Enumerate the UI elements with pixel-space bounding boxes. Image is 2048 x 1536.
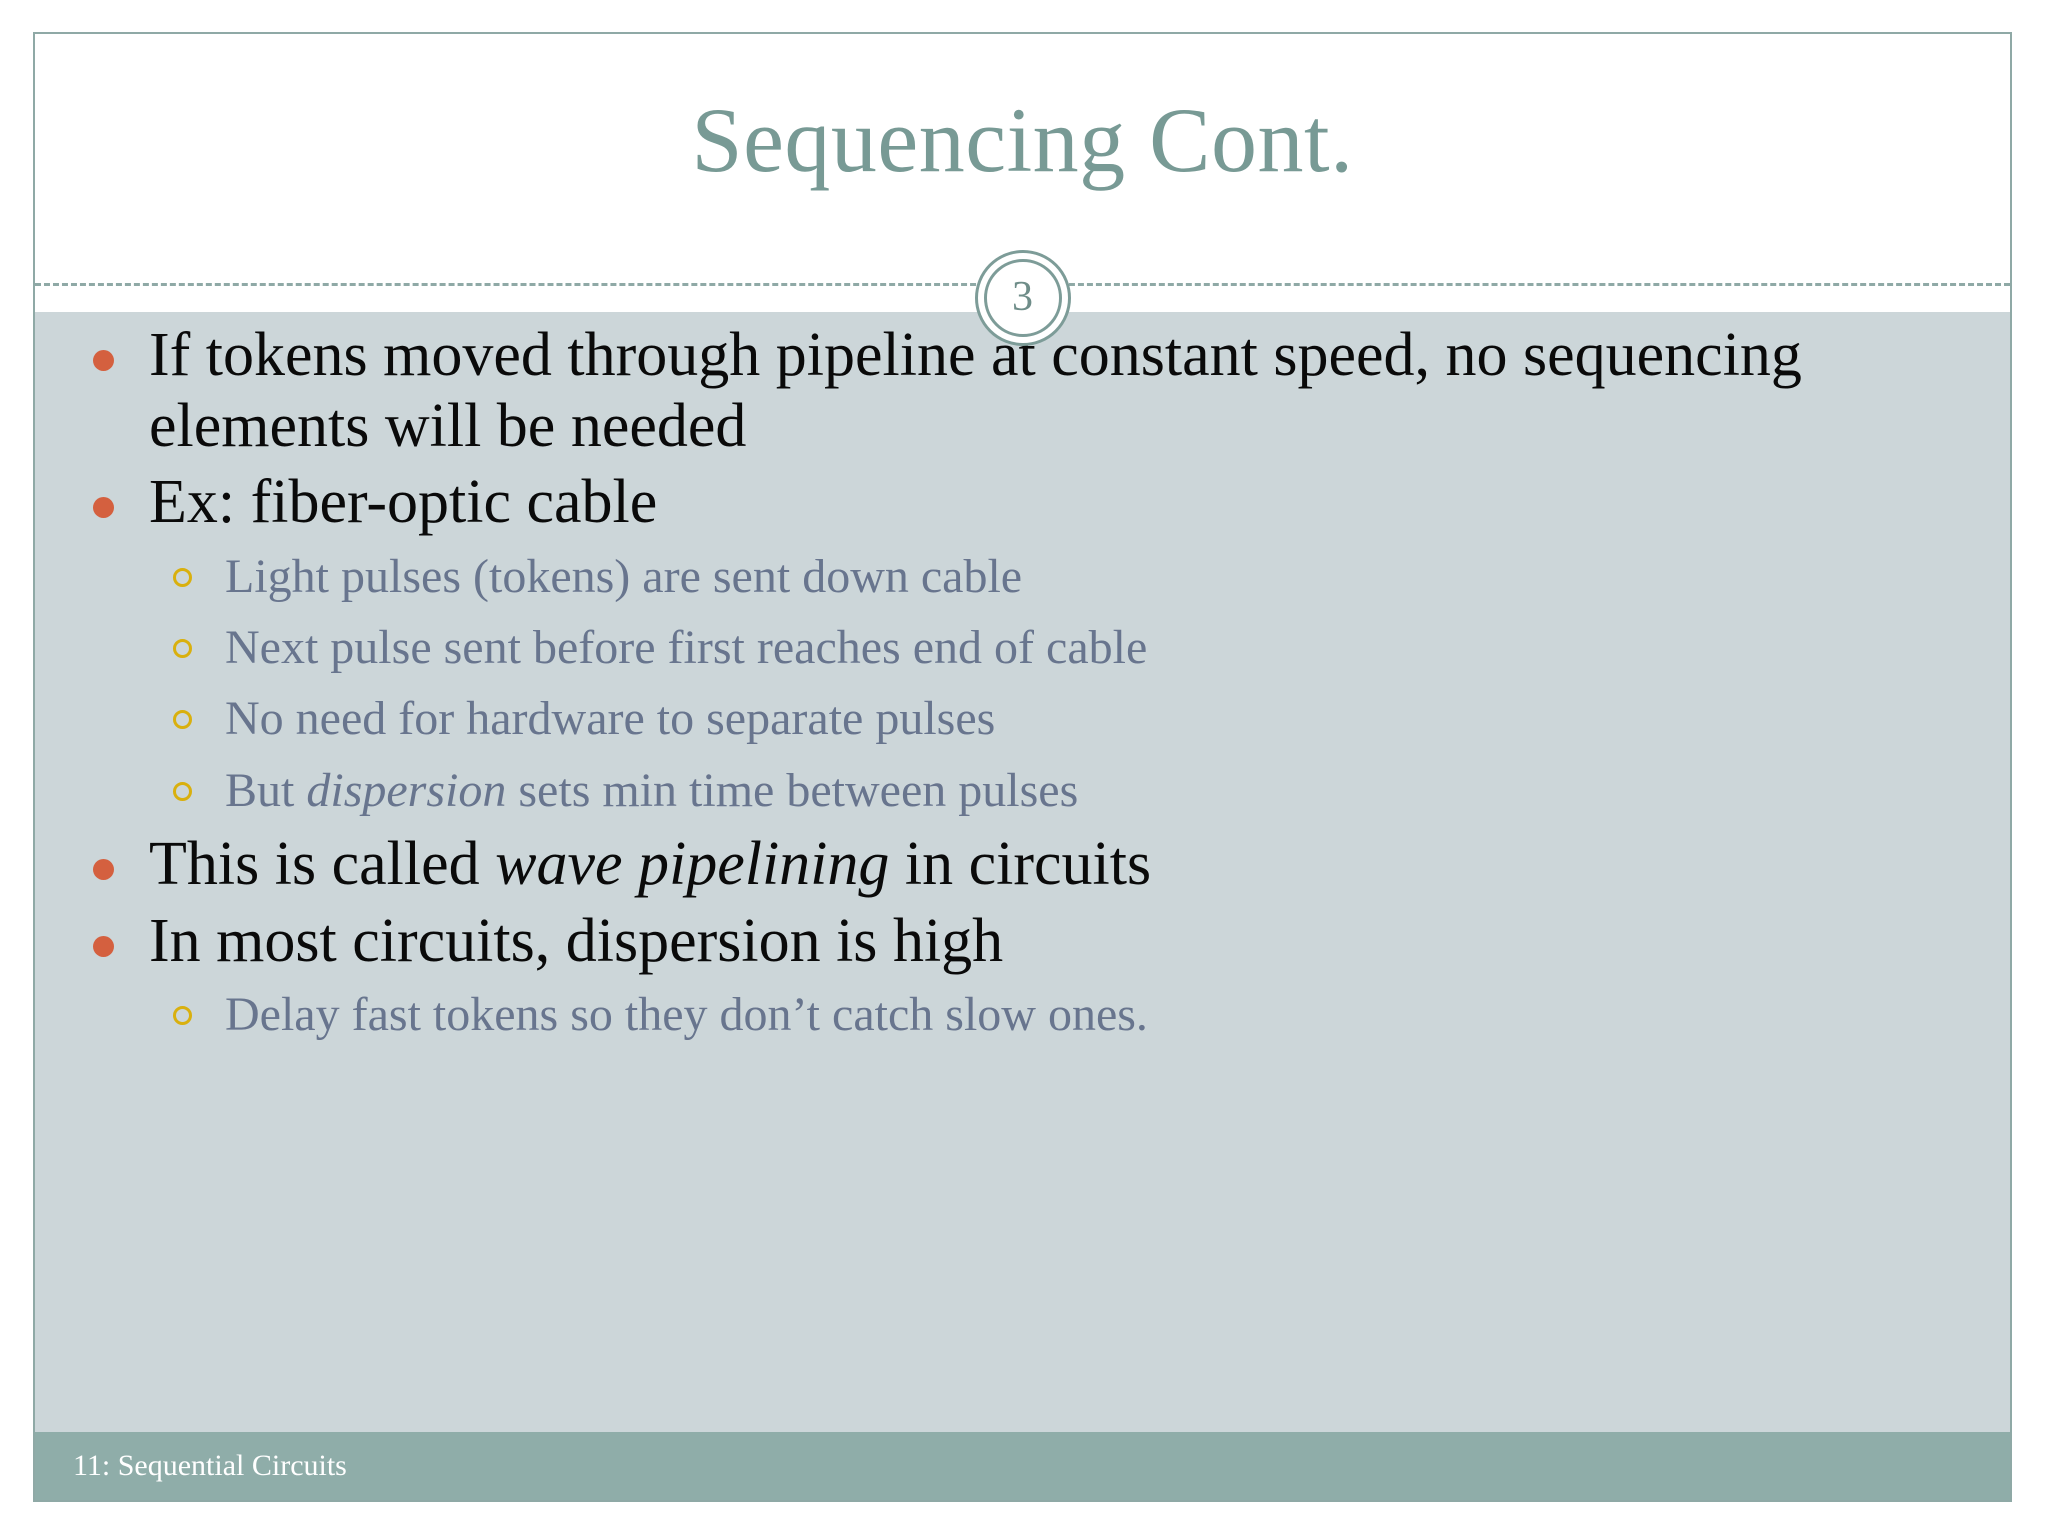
page-title: Sequencing Cont. <box>691 89 1354 191</box>
slide-title-area: Sequencing Cont. <box>35 34 2010 284</box>
slide-canvas: Sequencing Cont. 3 If tokens moved throu… <box>33 32 2012 1502</box>
bullet-dot-icon <box>93 350 114 371</box>
bullet-text: This is called wave pipelining in circui… <box>149 830 1151 898</box>
footer-label: 11: Sequential Circuits <box>73 1449 347 1482</box>
bullet-text-run: Delay fast tokens so they don’t catch sl… <box>225 988 1148 1042</box>
slide-number-medallion: 3 <box>974 250 1071 346</box>
bullet-item-level2: But dispersion sets min time between pul… <box>65 758 1982 824</box>
slide-footer-bar: 11: Sequential Circuits <box>35 1432 2010 1500</box>
bullet-text-run: in circuits <box>889 829 1152 898</box>
bullet-text-emphasis: dispersion <box>306 763 507 817</box>
bullet-ring-icon <box>173 639 192 659</box>
bullet-ring-icon <box>173 1006 192 1026</box>
bullet-text-run: sets min time between pulses <box>506 763 1079 817</box>
slide-number-ring-inner: 3 <box>983 259 1062 337</box>
bullet-text-run: No need for hardware to separate pulses <box>225 692 996 746</box>
bullet-item-level1: If tokens moved through pipeline at cons… <box>65 320 1982 461</box>
bullet-ring-icon <box>173 568 192 588</box>
bullet-ring-icon <box>173 710 192 730</box>
bullet-ring-icon <box>173 781 192 801</box>
bullet-text: Next pulse sent before first reaches end… <box>225 621 1147 674</box>
bullet-item-level1: Ex: fiber-optic cable <box>65 467 1982 538</box>
bullet-text-emphasis: wave pipelining <box>495 829 890 898</box>
bullet-dot-icon <box>93 935 114 957</box>
bullet-text: No need for hardware to separate pulses <box>225 692 995 745</box>
bullet-item-level2: Light pulses (tokens) are sent down cabl… <box>65 544 1982 610</box>
bullet-dot-icon <box>93 858 114 880</box>
bullet-text: Delay fast tokens so they don’t catch sl… <box>225 988 1148 1041</box>
bullet-text-run: Ex: fiber-optic cable <box>149 468 658 537</box>
bullet-item-level1: This is called wave pipelining in circui… <box>65 829 1982 900</box>
bullet-text-run: But <box>225 763 307 817</box>
bullet-item-level2: No need for hardware to separate pulses <box>65 686 1982 752</box>
bullet-item-level1: In most circuits, dispersion is high <box>65 906 1982 977</box>
bullet-text: If tokens moved through pipeline at cons… <box>149 321 1802 460</box>
bullet-text: Ex: fiber-optic cable <box>149 468 657 536</box>
bullet-text-run: Next pulse sent before first reaches end… <box>225 621 1148 675</box>
bullet-text-run: In most circuits, dispersion is high <box>149 906 1004 975</box>
bullet-text-run: This is called <box>149 829 496 898</box>
bullet-text: Light pulses (tokens) are sent down cabl… <box>225 550 1022 603</box>
bullet-list: If tokens moved through pipeline at cons… <box>65 320 1982 1054</box>
bullet-text-run: If tokens moved through pipeline at cons… <box>149 321 1802 460</box>
bullet-dot-icon <box>93 497 114 519</box>
bullet-text: But dispersion sets min time between pul… <box>225 764 1078 817</box>
slide-body-panel: If tokens moved through pipeline at cons… <box>35 312 2010 1432</box>
bullet-text: In most circuits, dispersion is high <box>149 907 1003 975</box>
slide-number-value: 3 <box>1012 274 1033 320</box>
bullet-item-level2: Delay fast tokens so they don’t catch sl… <box>65 982 1982 1048</box>
bullet-text-run: Light pulses (tokens) are sent down cabl… <box>225 550 1023 604</box>
bullet-item-level2: Next pulse sent before first reaches end… <box>65 615 1982 681</box>
